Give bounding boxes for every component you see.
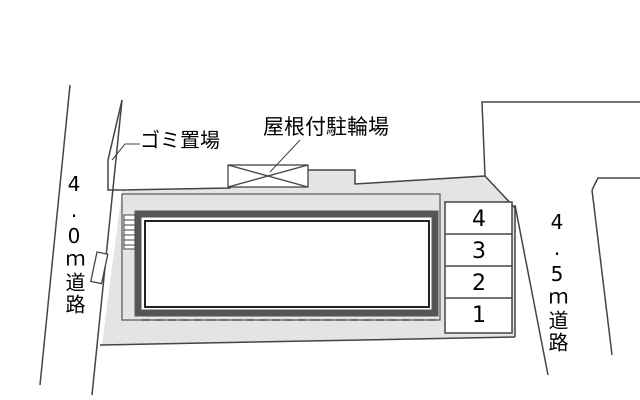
neighbor-boundary-far-right: [591, 177, 640, 191]
stairs: [123, 214, 136, 250]
road-right-label: 4.5ｍ道路: [545, 210, 569, 354]
parking-space-label: 1: [472, 303, 486, 328]
road-left-east-edge: [91, 99, 123, 396]
bicycle-parking-label: 屋根付駐輪場: [263, 115, 389, 139]
parking-space-label: 2: [472, 271, 486, 296]
parking-space-label: 3: [472, 239, 486, 264]
garbage-area-symbol: [89, 251, 109, 285]
bicycle-parking-leader: [269, 139, 301, 173]
garbage-area-label: ゴミ置場: [140, 128, 220, 152]
building-inner: [144, 220, 430, 308]
garbage-area-leader: [111, 143, 140, 161]
road-right-west-edge: [514, 204, 549, 376]
parking-space-label: 4: [472, 207, 486, 232]
lot-bottom-boundary: [99, 336, 516, 346]
road-left-west-edge: [39, 84, 71, 386]
parking-area: [444, 201, 513, 334]
road-left-label: 4.0ｍ道路: [62, 172, 86, 316]
bicycle-parking-symbol: [227, 164, 309, 188]
site-outline: [121, 193, 441, 321]
road-right-east-edge: [591, 189, 613, 356]
